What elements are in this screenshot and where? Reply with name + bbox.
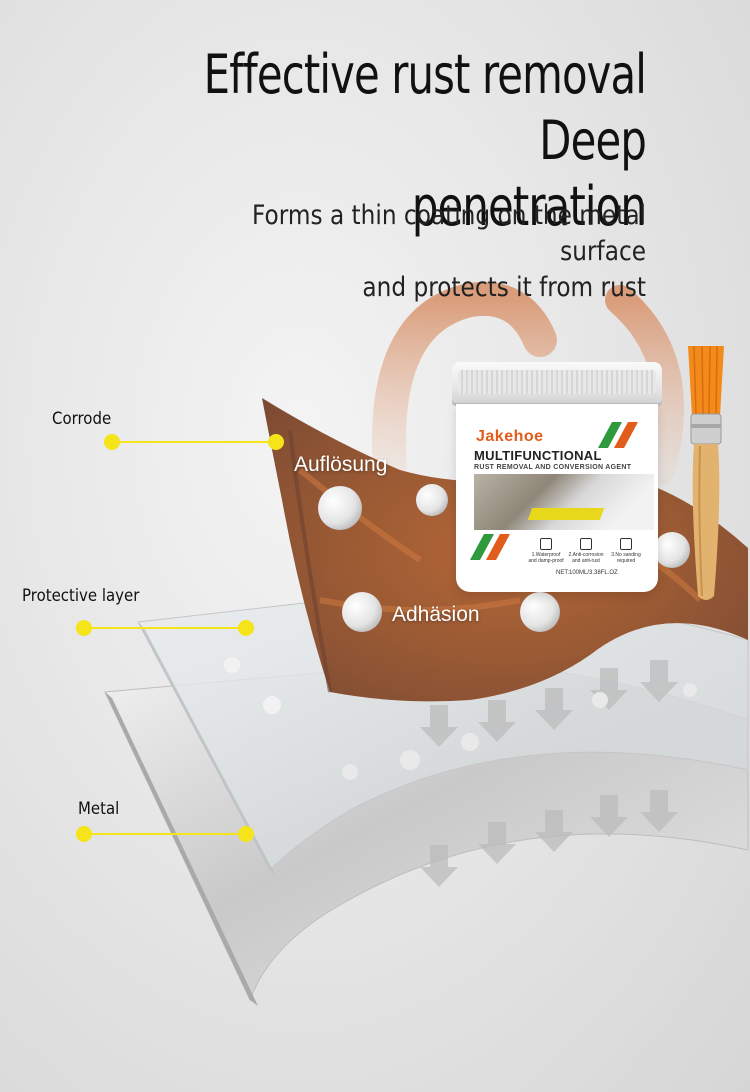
adhesion-label: Adhäsion (392, 603, 480, 626)
product-name: MULTIFUNCTIONAL (474, 448, 602, 463)
feature-waterproof: 1.Waterproof and damp-proof (524, 538, 568, 564)
callout-metal-label: Metal (78, 799, 120, 819)
headline-line-2: penetration (411, 175, 647, 238)
headline-line-1: Effective rust removal Deep (203, 43, 647, 172)
callout-corrode-pointer (104, 434, 284, 450)
product-subtitle: RUST REMOVAL AND CONVERSION AGENT (474, 464, 632, 471)
dissolution-label: Auflösung (294, 453, 388, 476)
umbrella-icon (540, 538, 552, 550)
callout-metal-pointer (76, 826, 254, 842)
net-content: NET:100ML/3.38FL.OZ (556, 570, 618, 576)
product-photo (474, 474, 654, 530)
product-jar: Jakehoe MULTIFUNCTIONAL RUST REMOVAL AND… (452, 362, 662, 592)
jar-lid (452, 362, 662, 406)
headline: Effective rust removal Deep penetration (96, 42, 647, 240)
product-brand: Jakehoe (476, 428, 544, 445)
feature-no-sanding: 3.No sanding required (604, 538, 648, 564)
feature-anti-corrosion: 2.Anti-corrosion and anti-rust (564, 538, 608, 564)
subheadline: Forms a thin coating on the metal surfac… (164, 198, 646, 306)
stripe-logo-icon (598, 422, 638, 448)
particles (224, 484, 697, 780)
callout-protective-layer-pointer (76, 620, 254, 636)
dissolution-arc (372, 281, 557, 487)
no-sanding-icon (620, 538, 632, 550)
stripe-accent-icon (470, 534, 510, 560)
callout-corrode-label: Corrode (52, 409, 112, 429)
subheadline-line-1: Forms a thin coating on the metal surfac… (251, 200, 647, 267)
paint-brush-icon (688, 346, 724, 600)
shield-icon (580, 538, 592, 550)
subheadline-line-2: and protects it from rust (362, 272, 646, 303)
callout-protective-layer-label: Protective layer (22, 586, 140, 606)
